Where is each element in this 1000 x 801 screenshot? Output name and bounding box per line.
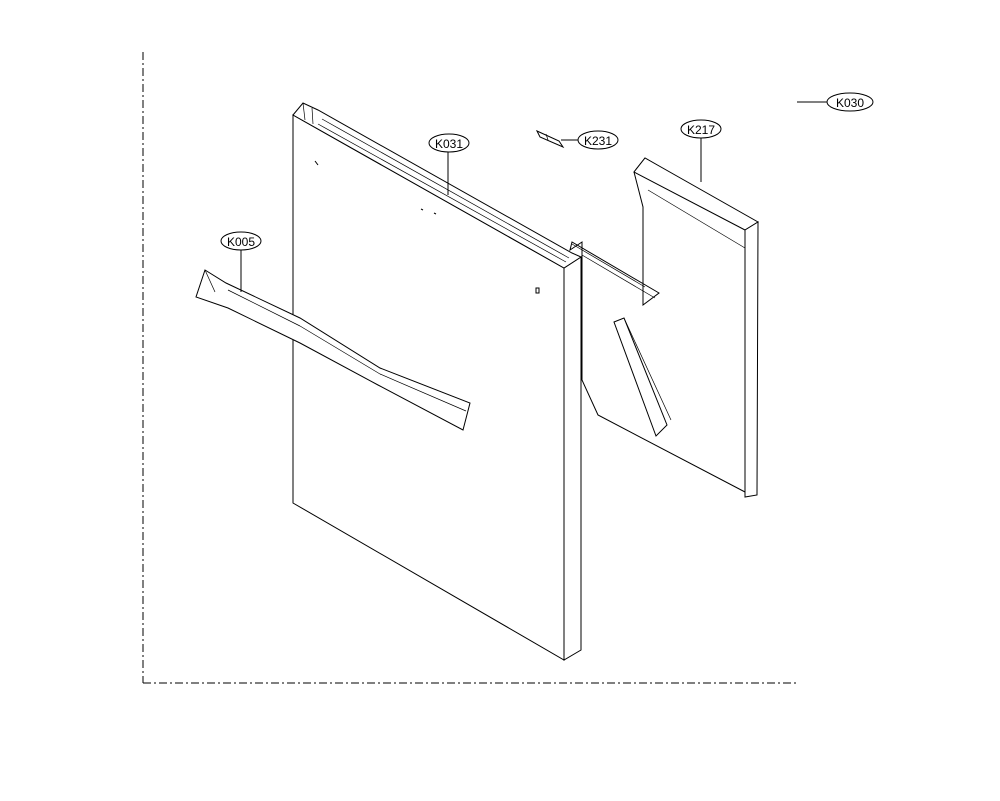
inner-liner-vent-edge (623, 317, 672, 421)
callout-k005: K005 (220, 231, 262, 251)
inner-liner-vent-slot (613, 317, 668, 437)
callout-k030: K030 (826, 92, 874, 112)
callout-k031: K031 (428, 133, 470, 153)
callout-k005-label: K005 (227, 235, 255, 249)
callout-k031-oval (428, 133, 470, 153)
handle-end-edge (204, 269, 216, 293)
callout-k231-label: K231 (584, 134, 612, 148)
assembly-boundary (142, 52, 797, 684)
callout-k231: K231 (577, 130, 619, 150)
outer-panel-hole-2 (420, 208, 424, 211)
inner-door-liner (569, 157, 759, 498)
callout-k030-label: K030 (836, 96, 864, 110)
callout-k005-oval (220, 231, 262, 251)
inner-liner-step-edge (581, 254, 656, 299)
clip-part-body (535, 129, 565, 149)
outer-panel-hole-4 (535, 287, 540, 294)
outer-panel-corner-edge-2 (311, 107, 314, 125)
callout-k217-oval (680, 119, 722, 139)
callout-k217-label: K217 (687, 123, 715, 137)
inner-liner-step-edge-2 (571, 243, 646, 288)
handle-inner-edge-2 (299, 325, 381, 375)
inner-liner-side-face (744, 221, 759, 498)
handle-inner-edge-1 (227, 289, 301, 327)
handle-body (195, 269, 471, 431)
handle-inner-edge-3 (379, 373, 467, 412)
outer-panel-top-inner-edge (317, 123, 567, 263)
outer-panel-hole-1 (314, 160, 319, 166)
callout-k030-oval (826, 92, 874, 112)
callout-k031-label: K031 (435, 137, 463, 151)
outer-panel-side-face (563, 256, 582, 661)
outer-door-panel (292, 102, 583, 661)
outer-panel-top-inner-edge-2 (321, 118, 570, 259)
callout-k217: K217 (680, 119, 722, 139)
door-handle (195, 269, 471, 431)
leader-lines (240, 101, 827, 292)
clip-part-edge (545, 133, 549, 141)
outer-panel-corner-edge (302, 102, 306, 121)
callout-k231-oval (577, 130, 619, 150)
clip-part (535, 129, 565, 149)
outer-panel-hole-3 (433, 212, 437, 215)
inner-liner-flange-edge (647, 189, 746, 249)
